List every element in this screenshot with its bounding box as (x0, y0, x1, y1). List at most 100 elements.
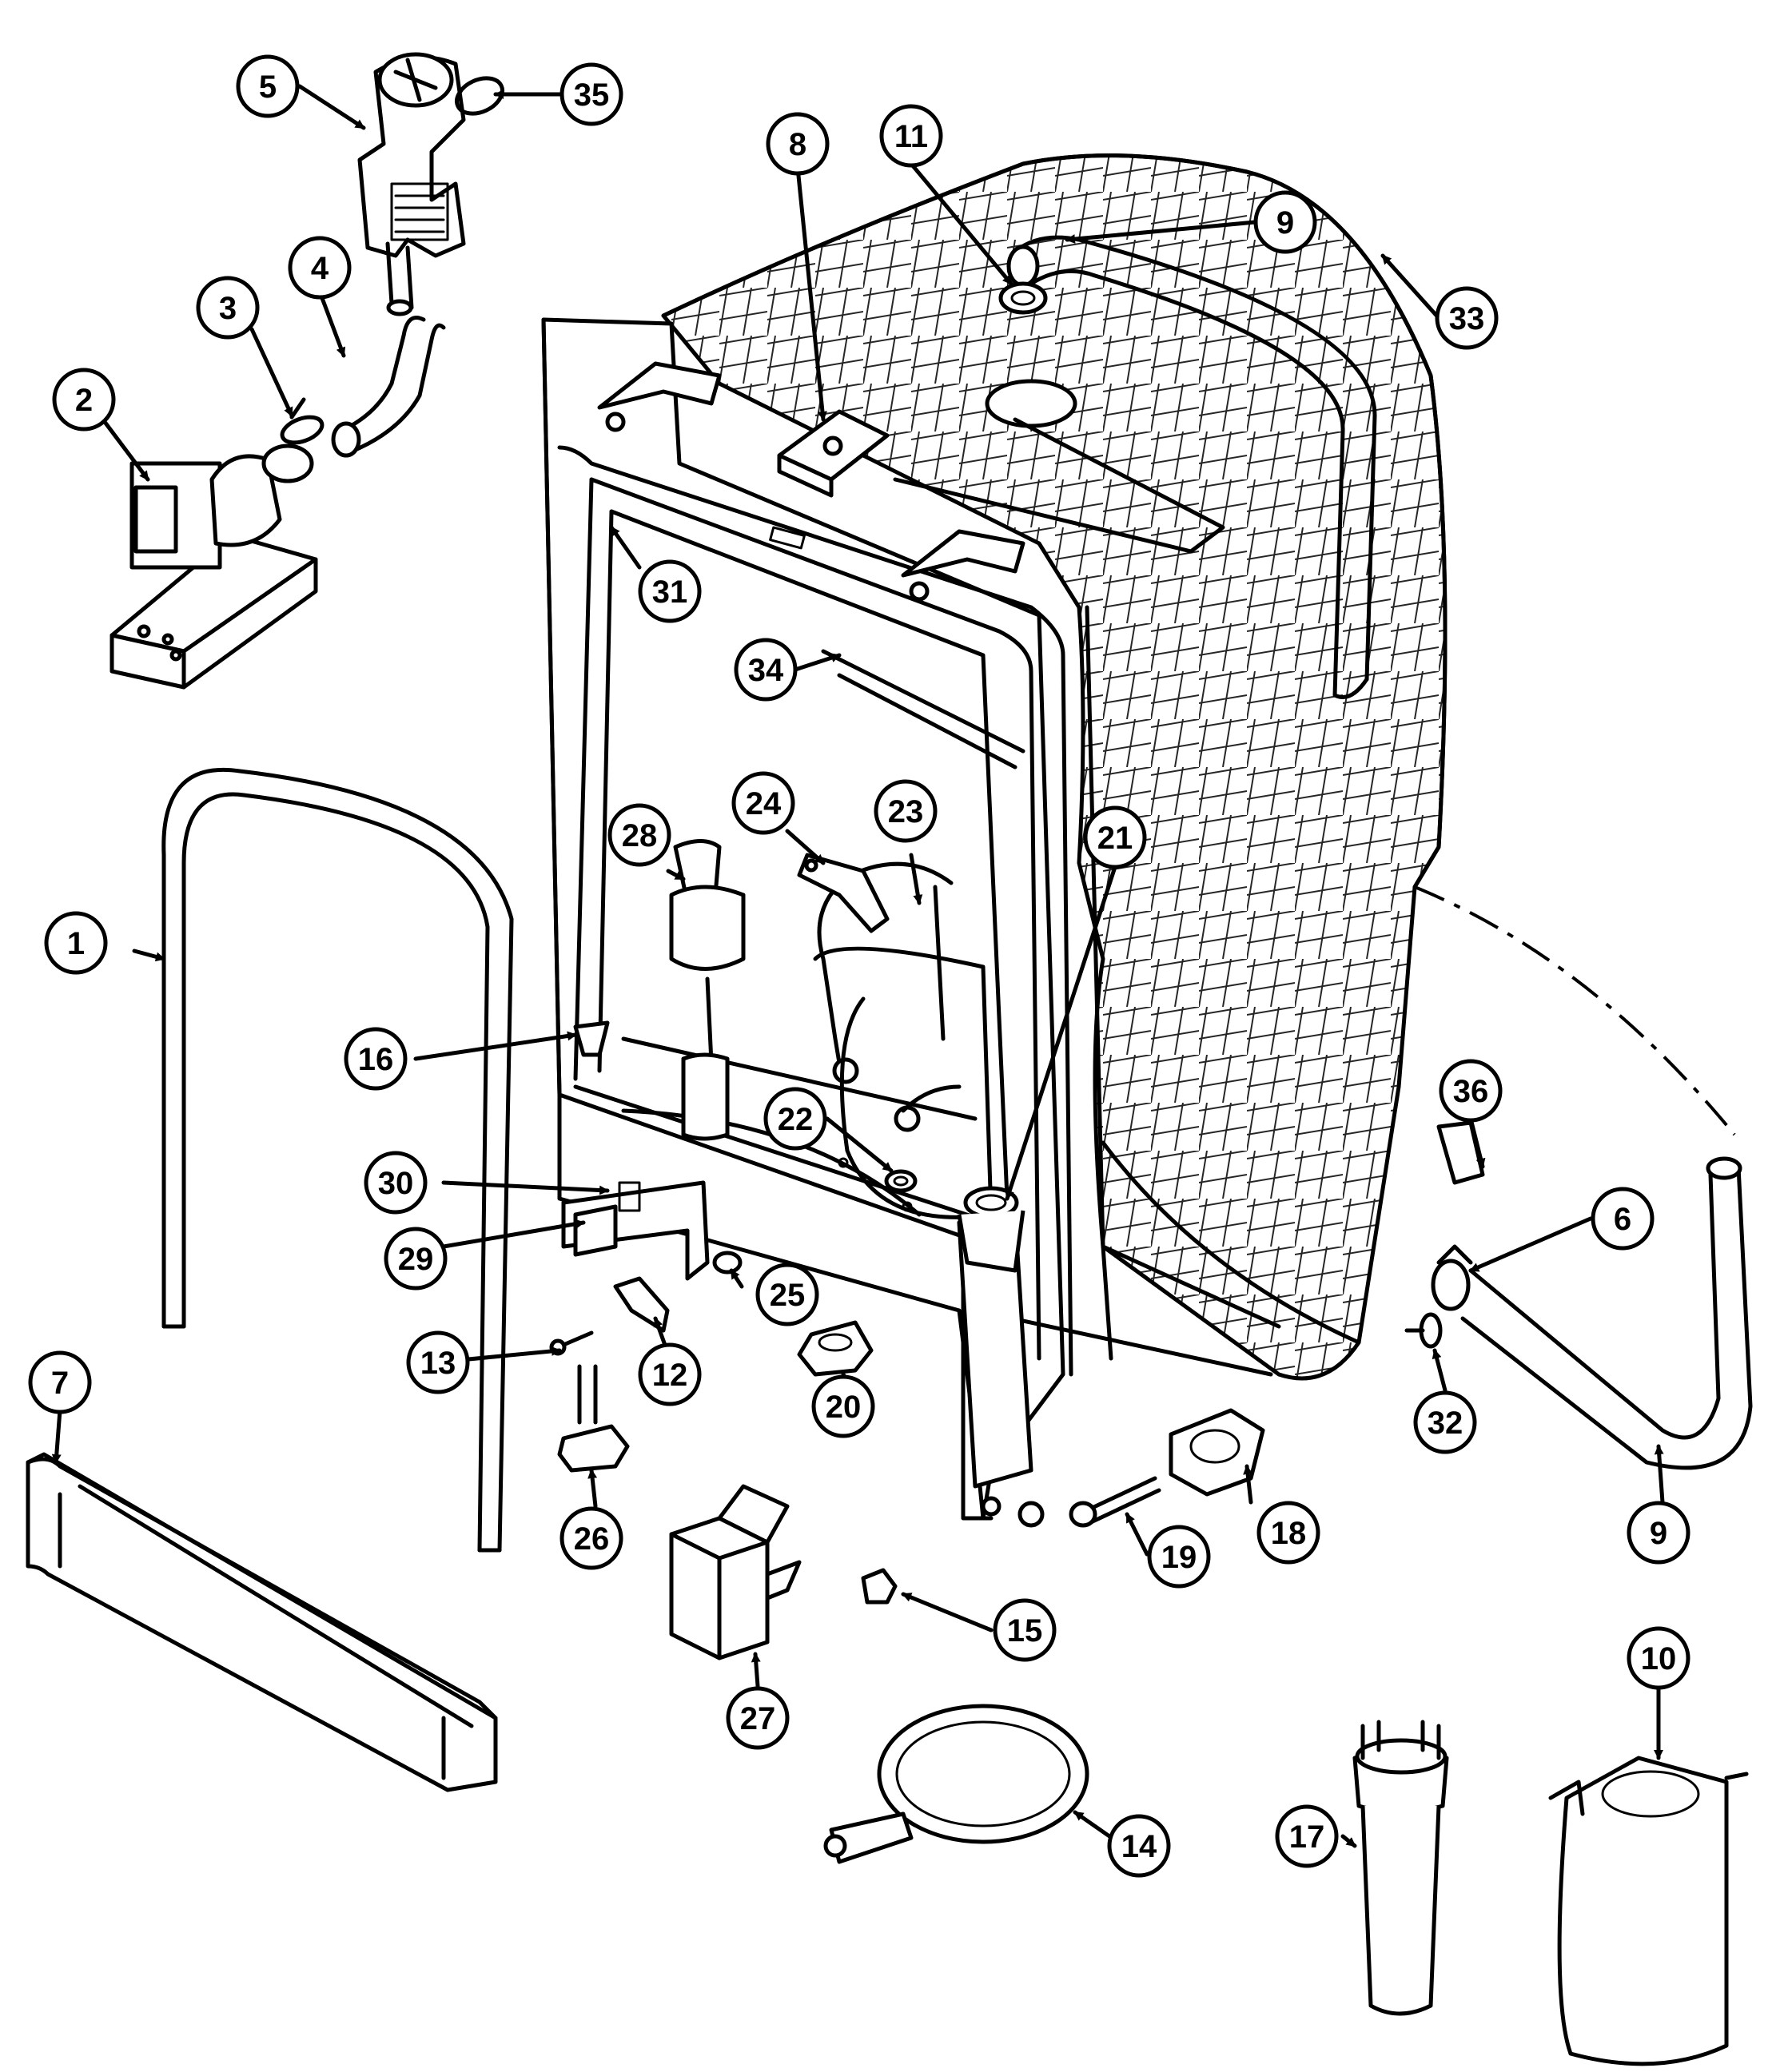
svg-text:21: 21 (1097, 821, 1133, 856)
svg-text:11: 11 (894, 119, 928, 154)
heater-nut (838, 1157, 918, 1212)
drain-bracket (1169, 1408, 1265, 1497)
callout-29: 29 (384, 1227, 448, 1291)
vent-shield (1548, 1756, 1749, 2066)
o-ring (455, 76, 504, 116)
drain-outlet-fitting (957, 1186, 1025, 1273)
callout-leaders (51, 84, 1665, 1848)
water-inlet-valve (110, 443, 318, 690)
tub-insulation-blanket (661, 153, 1736, 1381)
callout-26: 26 (560, 1506, 623, 1570)
callout-9-top: 9 (1253, 190, 1317, 254)
vent-tube (1352, 1720, 1449, 2016)
callout-6: 6 (1591, 1187, 1655, 1251)
tub-top-opening (893, 379, 1225, 554)
svg-text:12: 12 (652, 1358, 688, 1393)
toe-kick-panel (26, 1452, 498, 1792)
svg-text:17: 17 (1289, 1819, 1325, 1855)
callout-27: 27 (726, 1686, 790, 1750)
svg-text:4: 4 (311, 251, 329, 286)
hose-clamp-small (280, 397, 325, 445)
svg-text:34: 34 (748, 653, 784, 688)
label-tag (1436, 1120, 1485, 1185)
svg-text:32: 32 (1428, 1406, 1463, 1441)
callout-23: 23 (874, 779, 938, 843)
svg-text:5: 5 (259, 70, 277, 105)
svg-text:18: 18 (1271, 1516, 1307, 1551)
callout-22: 22 (763, 1087, 827, 1151)
svg-text:15: 15 (1007, 1613, 1043, 1648)
callout-2: 2 (52, 368, 116, 432)
callout-32: 32 (1413, 1390, 1477, 1454)
rubber-bumper (1404, 1312, 1443, 1349)
callout-30: 30 (364, 1151, 428, 1215)
callout-19: 19 (1147, 1525, 1211, 1589)
small-nut (712, 1251, 743, 1275)
callout-10: 10 (1627, 1626, 1690, 1690)
callout-7: 7 (28, 1350, 92, 1414)
svg-text:29: 29 (398, 1242, 434, 1277)
callout-28: 28 (607, 803, 671, 867)
svg-text:9: 9 (1650, 1516, 1667, 1551)
svg-text:28: 28 (622, 818, 658, 853)
callout-25: 25 (755, 1263, 819, 1326)
filter-ring (823, 1704, 1089, 1864)
svg-text:16: 16 (358, 1042, 394, 1077)
callout-5: 5 (236, 54, 300, 118)
callout-24: 24 (731, 771, 795, 835)
float-assembly (669, 839, 746, 1141)
svg-text:2: 2 (75, 383, 93, 418)
callout-1: 1 (44, 911, 108, 975)
callout-21: 21 (1083, 805, 1147, 869)
callout-33: 33 (1435, 286, 1499, 350)
inlet-vent-assembly (357, 52, 466, 316)
callout-31: 31 (638, 559, 702, 623)
leveling-leg (557, 1364, 630, 1473)
svg-text:1: 1 (67, 926, 85, 961)
svg-text:9: 9 (1276, 205, 1294, 241)
callout-12: 12 (638, 1342, 702, 1406)
svg-text:10: 10 (1641, 1641, 1677, 1676)
svg-text:22: 22 (778, 1102, 814, 1137)
rack-stop (573, 1020, 610, 1057)
door-gasket (161, 767, 514, 1553)
svg-text:30: 30 (378, 1166, 414, 1201)
door-switch-bracket (561, 1180, 710, 1281)
callout-3: 3 (196, 276, 260, 340)
svg-text:35: 35 (574, 78, 610, 113)
svg-text:23: 23 (888, 794, 924, 829)
callout-15: 15 (993, 1598, 1057, 1662)
callout-36: 36 (1439, 1059, 1503, 1123)
callout-18: 18 (1256, 1501, 1320, 1565)
svg-text:7: 7 (51, 1366, 69, 1401)
heater-bracket (797, 853, 890, 933)
drain-hose-clamp (1431, 1244, 1473, 1311)
svg-text:27: 27 (740, 1701, 776, 1736)
hex-nut (797, 1320, 874, 1377)
svg-text:33: 33 (1449, 301, 1485, 336)
upper-spray-hose (1006, 235, 1377, 699)
detergent-dispenser-box (669, 1484, 802, 1660)
callout-13: 13 (406, 1330, 470, 1394)
callout-35: 35 (560, 62, 623, 126)
svg-text:24: 24 (746, 786, 782, 821)
heating-element (817, 861, 962, 1132)
callout-8: 8 (766, 112, 830, 176)
svg-text:14: 14 (1121, 1829, 1157, 1864)
svg-text:6: 6 (1614, 1202, 1631, 1237)
callout-14: 14 (1107, 1814, 1171, 1878)
top-mounting-bracket (777, 409, 890, 498)
callout-20: 20 (811, 1374, 875, 1438)
callout-9-bottom: 9 (1627, 1501, 1690, 1565)
svg-text:31: 31 (652, 575, 688, 610)
svg-text:8: 8 (789, 127, 806, 162)
grommet (998, 281, 1048, 315)
callout-17: 17 (1275, 1804, 1339, 1868)
svg-text:26: 26 (574, 1521, 610, 1557)
callout-4: 4 (288, 236, 352, 300)
bolt (1069, 1476, 1161, 1528)
svg-text:25: 25 (770, 1278, 806, 1313)
clip (613, 1276, 670, 1333)
callout-16: 16 (344, 1027, 408, 1091)
